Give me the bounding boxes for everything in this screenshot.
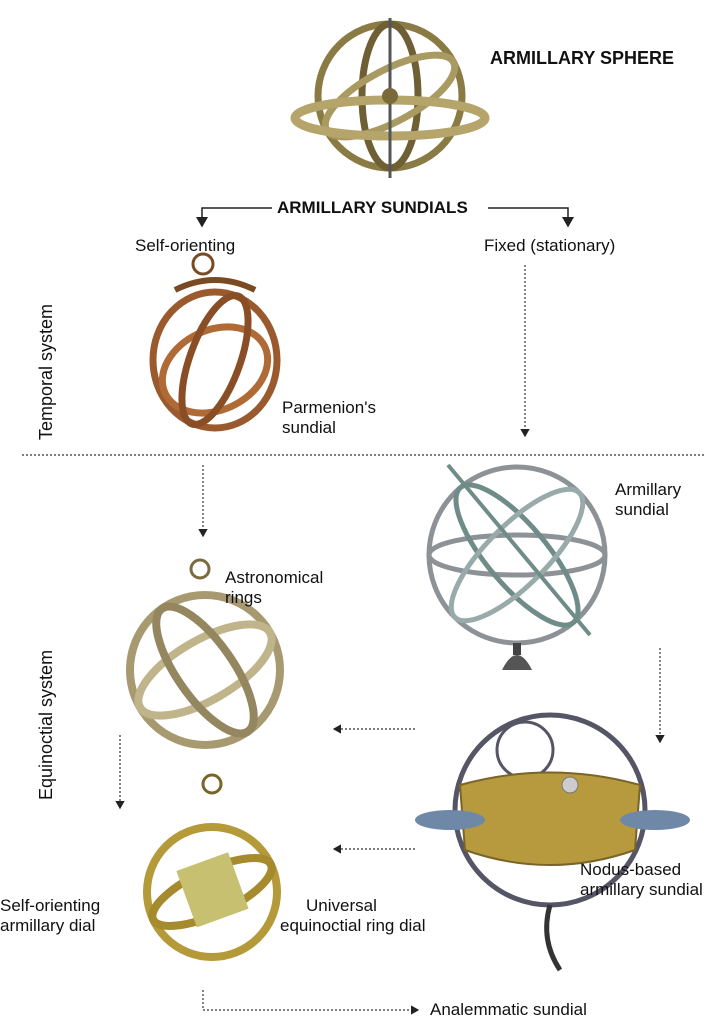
parmenions-sundial-image (149, 252, 281, 432)
label-line: Astronomical (225, 568, 324, 587)
label-line: Universal (306, 896, 377, 915)
universal-equinoctial-ring-dial-image (143, 773, 281, 961)
parmenions-sundial-label: Parmenion's sundial (282, 398, 376, 438)
label-line: rings (225, 588, 262, 607)
analemmatic-sundial-label: Analemmatic sundial (430, 1000, 587, 1019)
self-orienting-label: Self-orienting (135, 236, 236, 255)
universal-label: Universal equinoctial ring dial (280, 896, 426, 936)
armillary-sundial-label: Armillary sundial (615, 480, 681, 520)
label-line: armillary sundial (580, 880, 703, 899)
label-line: Parmenion's (282, 398, 376, 417)
astronomical-rings-image (126, 558, 284, 749)
label-line: Armillary (615, 480, 682, 499)
armillary-sundial-image (426, 463, 608, 670)
arrow-to-analemmatic (202, 990, 420, 1015)
temporal-system-label: Temporal system (36, 303, 56, 440)
equinoctial-system-label: Equinoctial system (36, 649, 56, 800)
sundials-bracket (196, 207, 574, 228)
label-line: sundial (282, 418, 336, 437)
astronomical-rings-label: Astronomical rings (225, 568, 323, 608)
armillary-sphere-label: ARMILLARY SPHERE (490, 48, 675, 68)
nodus-label: Nodus-based armillary sundial (580, 860, 703, 900)
label-line: equinoctial ring dial (280, 916, 426, 935)
label-line: sundial (615, 500, 669, 519)
fixed-stationary-label: Fixed (stationary) (484, 236, 616, 255)
armillary-sundials-label: ARMILLARY SUNDIALS (277, 198, 468, 217)
nodus-armillary-sundial-image (415, 712, 690, 972)
self-orienting-armillary-dial-label: Self-orienting armillary dial (0, 896, 100, 936)
label-line: armillary dial (0, 916, 96, 935)
label-line: Nodus-based (580, 860, 682, 879)
label-line: Self-orienting (0, 896, 101, 915)
armillary-sphere-image (290, 18, 490, 178)
